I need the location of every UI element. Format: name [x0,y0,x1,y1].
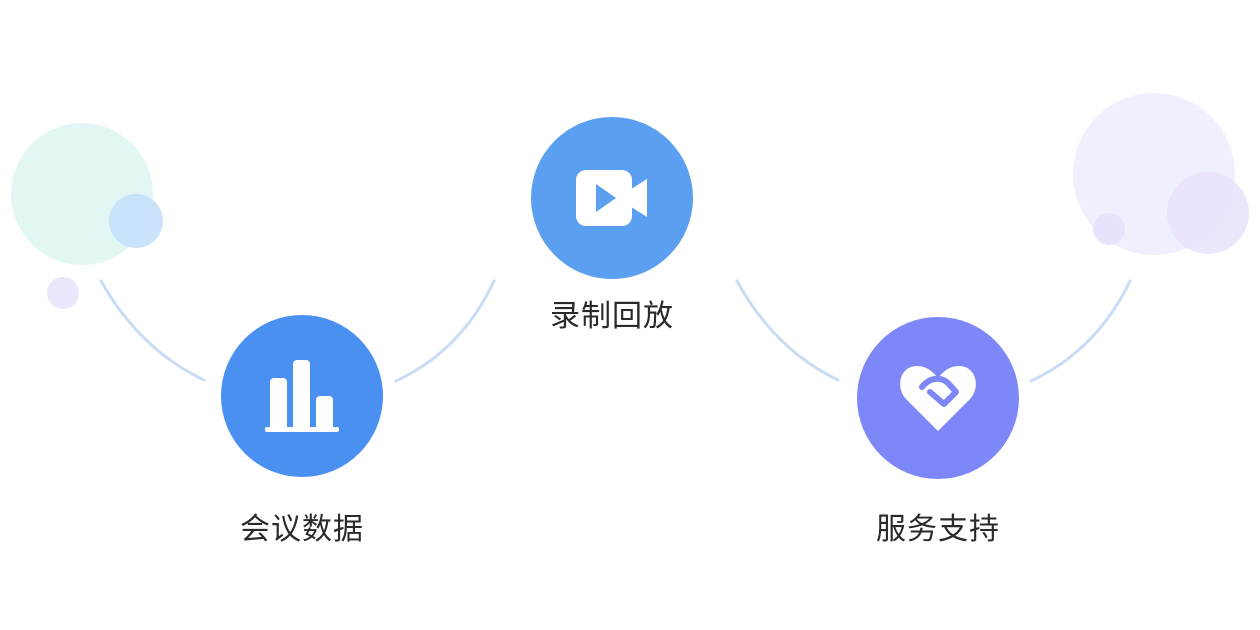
service-support-circle[interactable] [857,317,1019,479]
connector-arc-1 [99,279,206,382]
bubble-violet-medium [1167,172,1249,254]
service-support-label: 服务支持 [876,512,1000,547]
connector-arc-2 [394,279,496,383]
connector-arc-3 [735,279,840,382]
recording-playback-circle[interactable] [531,117,693,279]
connector-arc-4 [1029,279,1132,383]
bubble-violet-dot [1093,213,1125,245]
video-camera-icon [576,170,647,226]
meeting-data-circle[interactable] [221,315,383,477]
meeting-data-label: 会议数据 [240,512,364,547]
recording-playback-label: 录制回放 [550,299,674,334]
bar-chart-icon [265,360,339,432]
heart-handshake-icon [900,366,976,431]
bubble-blue-small [109,194,163,248]
bubble-lavender-dot [47,277,79,309]
